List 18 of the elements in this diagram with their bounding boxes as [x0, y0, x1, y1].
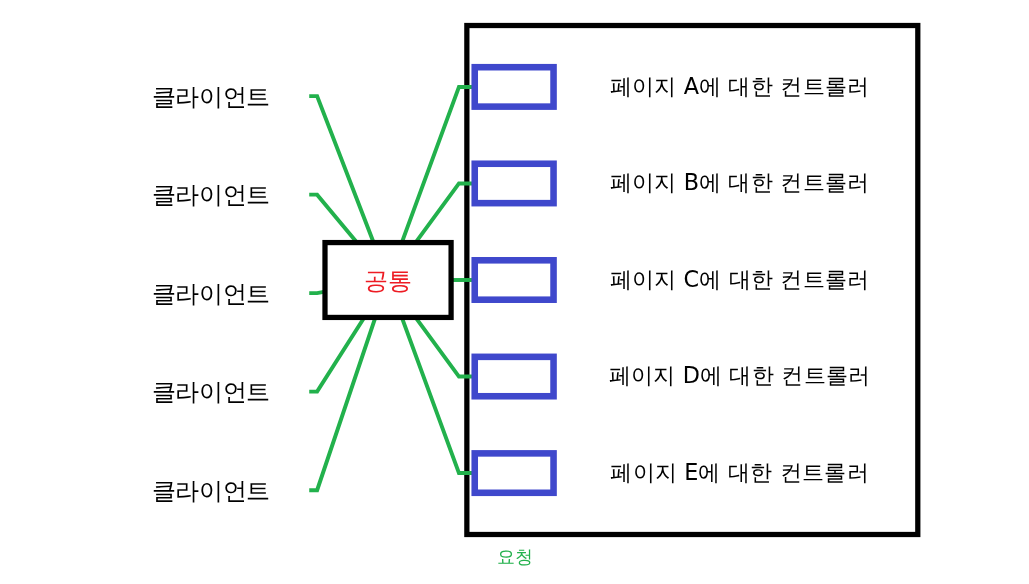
node-box: [470, 450, 557, 497]
node-box: [470, 257, 557, 303]
cluster: [463, 22, 920, 538]
node-text: 클라이언트: [151, 279, 270, 307]
node-box: [470, 63, 557, 110]
node-box: [470, 353, 557, 400]
node-label: 페이지 B에 대한 컨트롤러: [609, 169, 870, 196]
node-label: 페이지 A에 대한 컨트롤러: [609, 72, 870, 100]
node-label: 페이지 D에 대한 컨트롤러: [608, 362, 871, 389]
annotation-text: 요청: [496, 545, 533, 569]
node-label: 페이지 E에 대한 컨트롤러: [609, 458, 869, 486]
node-box: 공통: [321, 239, 454, 321]
node-text: 클라이언트: [151, 476, 270, 504]
node-label: 페이지 C에 대한 컨트롤러: [609, 265, 870, 293]
node-text: 클라이언트: [151, 180, 270, 209]
node-box: [470, 160, 557, 207]
node-text: 클라이언트: [151, 82, 270, 110]
node-text: 클라이언트: [151, 377, 270, 406]
